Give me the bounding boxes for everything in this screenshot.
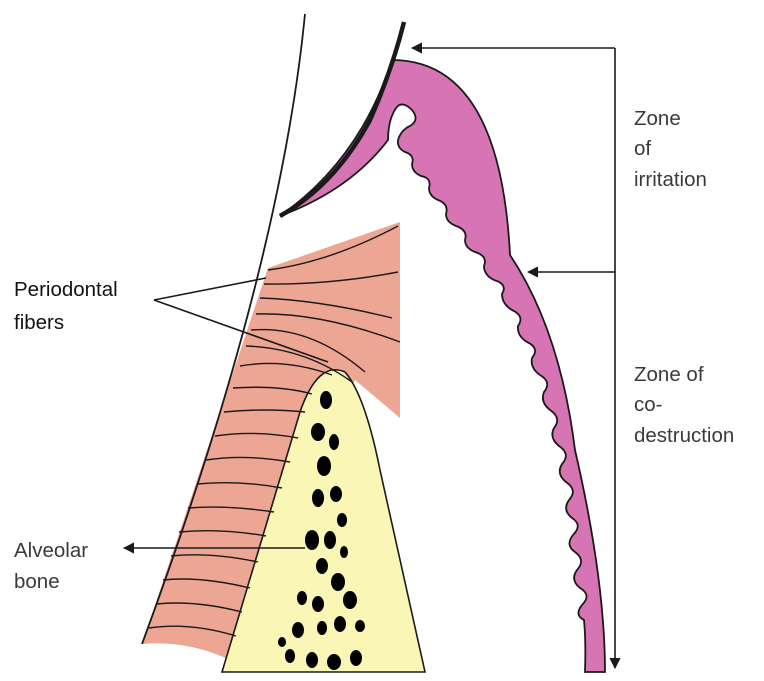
marrow-space: [278, 637, 286, 647]
marrow-space: [312, 489, 324, 507]
marrow-space: [340, 546, 348, 558]
marrow-space: [350, 650, 362, 666]
marrow-space: [305, 530, 319, 550]
fibers-pointer-1: [154, 278, 266, 300]
marrow-space: [343, 591, 357, 609]
marrow-space: [311, 423, 325, 441]
marrow-space: [312, 596, 324, 612]
label-zone-irritation: Zone of irritation: [634, 107, 707, 191]
marrow-space: [334, 616, 346, 632]
marrow-space: [331, 573, 345, 591]
marrow-space: [297, 591, 307, 605]
marrow-space: [320, 391, 332, 409]
label-alveolar-bone: Alveolar bone: [14, 539, 94, 593]
label-periodontal-fibers: Periodontal fibers: [14, 278, 123, 334]
marrow-space: [316, 558, 328, 574]
marrow-space: [329, 434, 339, 450]
marrow-space: [285, 649, 295, 663]
marrow-space: [337, 513, 347, 527]
marrow-space: [327, 654, 341, 670]
label-zone-codestruction: Zone of co- destruction: [634, 363, 734, 447]
marrow-space: [317, 621, 327, 635]
marrow-space: [324, 531, 336, 549]
marrow-space: [306, 652, 318, 668]
marrow-space: [330, 486, 342, 502]
marrow-space: [292, 622, 304, 638]
marrow-space: [355, 620, 365, 632]
marrow-space: [317, 456, 331, 476]
